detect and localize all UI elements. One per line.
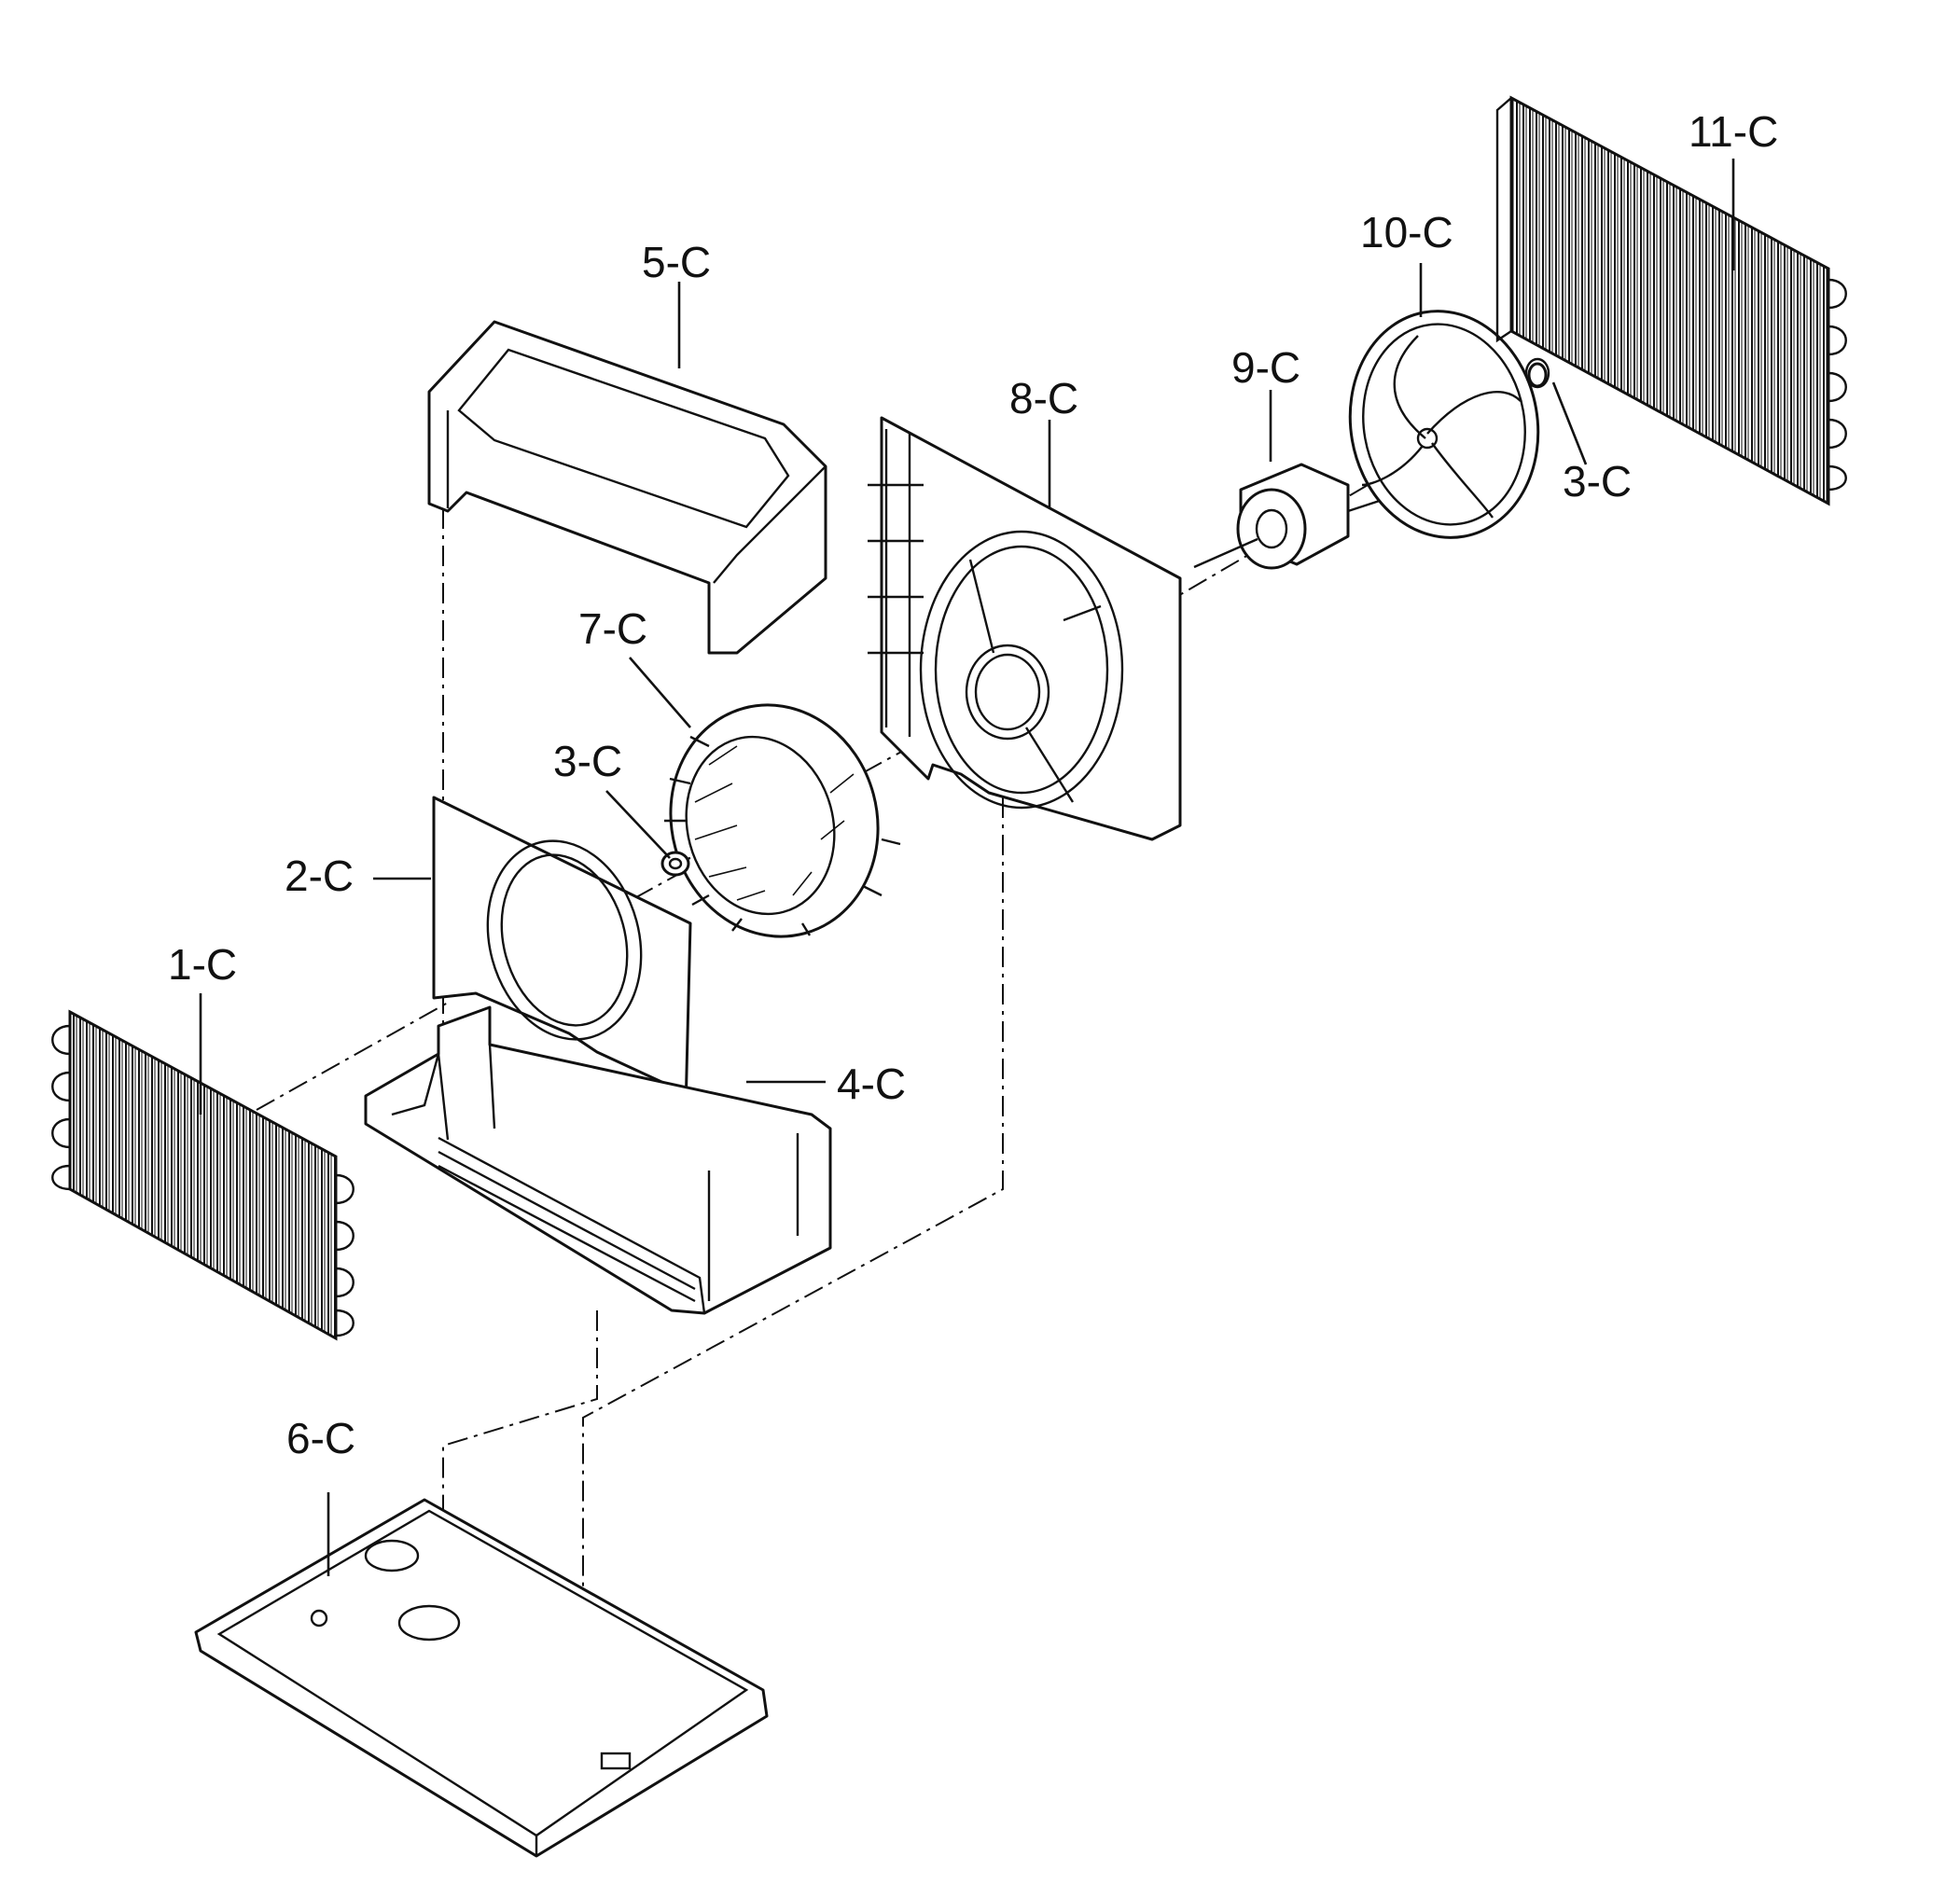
label-3-c-left: 3-C bbox=[553, 737, 622, 785]
part-9-c-fan-motor bbox=[1193, 463, 1400, 570]
label-5-c: 5-C bbox=[642, 238, 711, 286]
label-10-c: 10-C bbox=[1360, 208, 1453, 256]
part-5-c-top-shroud bbox=[427, 320, 827, 655]
part-3-c-clip bbox=[1527, 362, 1548, 388]
label-11-c: 11-C bbox=[1689, 107, 1778, 156]
part-6-c-base-tray bbox=[194, 1498, 769, 1858]
part-11-c-condenser-coil bbox=[1495, 95, 1847, 506]
label-4-c: 4-C bbox=[837, 1060, 906, 1108]
part-2-c-partition-plate bbox=[432, 796, 692, 1112]
label-6-c: 6-C bbox=[286, 1414, 355, 1462]
label-1-c: 1-C bbox=[168, 940, 237, 989]
label-7-c: 7-C bbox=[578, 604, 647, 653]
part-labels: 1-C 2-C 3-C 3-C 4-C 5-C 6-C 7-C 8-C 9-C … bbox=[168, 107, 1778, 1462]
leader-lines bbox=[199, 159, 1735, 1576]
part-7-c-blower-wheel bbox=[664, 703, 901, 938]
part-10-c-condenser-fan bbox=[1348, 310, 1540, 539]
label-8-c: 8-C bbox=[1009, 374, 1078, 423]
label-9-c: 9-C bbox=[1231, 343, 1300, 392]
label-2-c: 2-C bbox=[285, 852, 354, 900]
part-1-c-evaporator-coil bbox=[51, 1009, 354, 1341]
part-8-c-orifice-panel bbox=[868, 416, 1182, 841]
part-4-c-base-pan bbox=[364, 1005, 832, 1315]
label-3-c-right: 3-C bbox=[1563, 457, 1632, 506]
